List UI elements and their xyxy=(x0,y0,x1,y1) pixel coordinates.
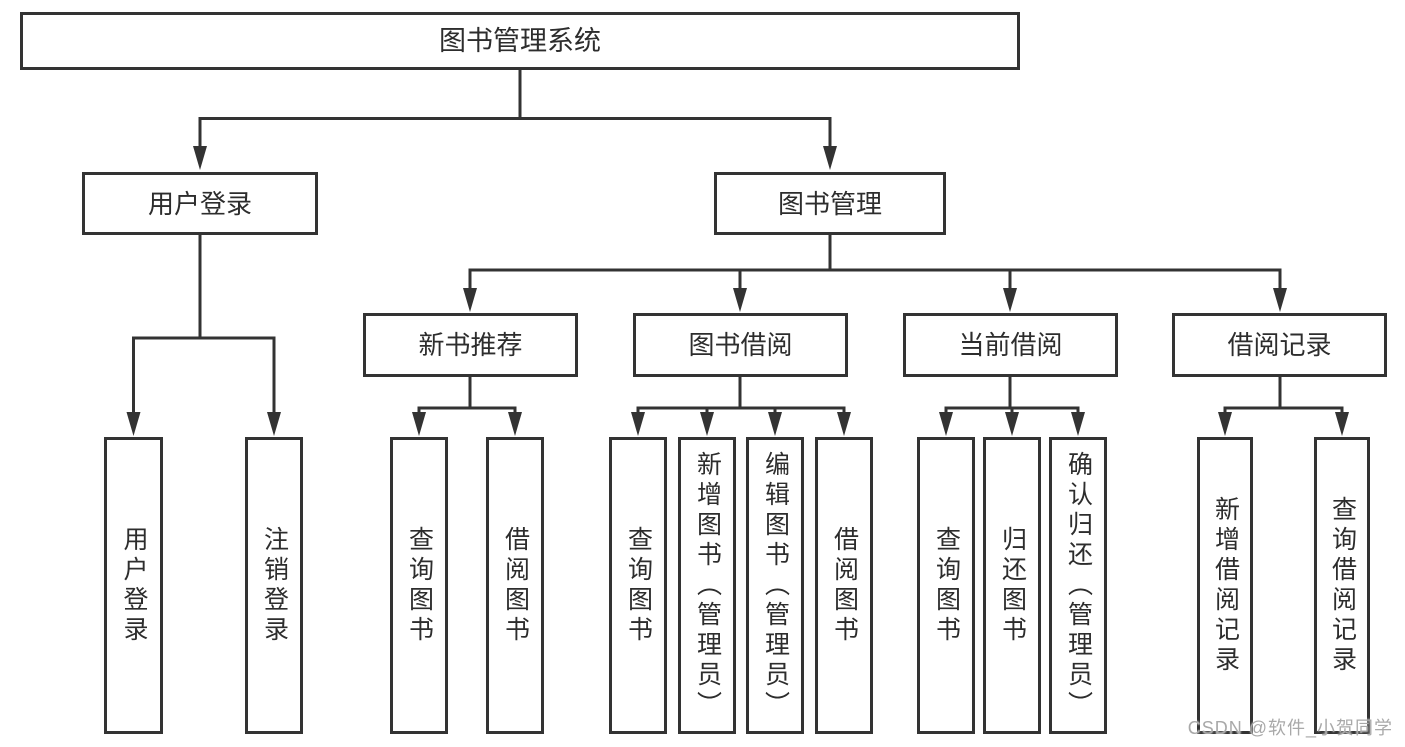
node-label: 查询图书 xyxy=(932,525,961,646)
node-borrowing-records: 借阅记录 xyxy=(1172,313,1387,377)
node-label: 借阅图书 xyxy=(830,525,859,646)
node-label: 归还图书 xyxy=(998,525,1027,646)
node-label: 图书借阅 xyxy=(688,330,793,360)
node-label: 图书管理系统 xyxy=(439,25,601,56)
node-label: 编辑图书（管理员） xyxy=(761,450,790,721)
node-label: 新增借阅记录 xyxy=(1211,495,1240,676)
node-label: 查询借阅记录 xyxy=(1328,495,1357,676)
node-label: 借阅记录 xyxy=(1227,330,1332,360)
leaf-borrow-query-books: 查询图书 xyxy=(609,437,667,734)
node-label: 新增图书（管理员） xyxy=(693,450,722,721)
node-label: 查询图书 xyxy=(405,525,434,646)
node-label: 借阅图书 xyxy=(501,525,530,646)
leaf-recommend-query-books: 查询图书 xyxy=(390,437,448,734)
node-label: 新书推荐 xyxy=(418,330,523,360)
leaf-borrow-edit-books-admin: 编辑图书（管理员） xyxy=(746,437,804,734)
csdn-watermark: CSDN @软件_小贺同学 xyxy=(1187,718,1393,738)
node-label: 注销登录 xyxy=(260,525,289,646)
node-current-borrowing: 当前借阅 xyxy=(903,313,1118,377)
leaf-borrow-lend-books: 借阅图书 xyxy=(815,437,873,734)
node-label: 用户登录 xyxy=(147,188,252,219)
node-label: 图书管理 xyxy=(777,188,882,219)
leaf-query-borrow-record: 查询借阅记录 xyxy=(1314,437,1370,734)
leaf-add-borrow-record: 新增借阅记录 xyxy=(1197,437,1253,734)
leaf-current-return-books: 归还图书 xyxy=(983,437,1041,734)
leaf-logout: 注销登录 xyxy=(245,437,303,734)
leaf-borrow-add-books-admin: 新增图书（管理员） xyxy=(678,437,736,734)
node-label: 当前借阅 xyxy=(958,330,1063,360)
node-new-book-recommendation: 新书推荐 xyxy=(363,313,578,377)
leaf-user-login: 用户登录 xyxy=(104,437,163,734)
leaf-current-query-books: 查询图书 xyxy=(917,437,975,734)
node-label: 确认归还（管理员） xyxy=(1064,450,1093,721)
node-library-management-system: 图书管理系统 xyxy=(20,12,1020,70)
leaf-recommend-borrow-books: 借阅图书 xyxy=(486,437,544,734)
leaf-current-confirm-return-admin: 确认归还（管理员） xyxy=(1049,437,1107,734)
node-label: 用户登录 xyxy=(120,525,148,646)
node-book-management-branch: 图书管理 xyxy=(714,172,946,235)
node-book-borrowing: 图书借阅 xyxy=(633,313,848,377)
node-user-login-branch: 用户登录 xyxy=(82,172,318,235)
node-label: 查询图书 xyxy=(624,525,653,646)
